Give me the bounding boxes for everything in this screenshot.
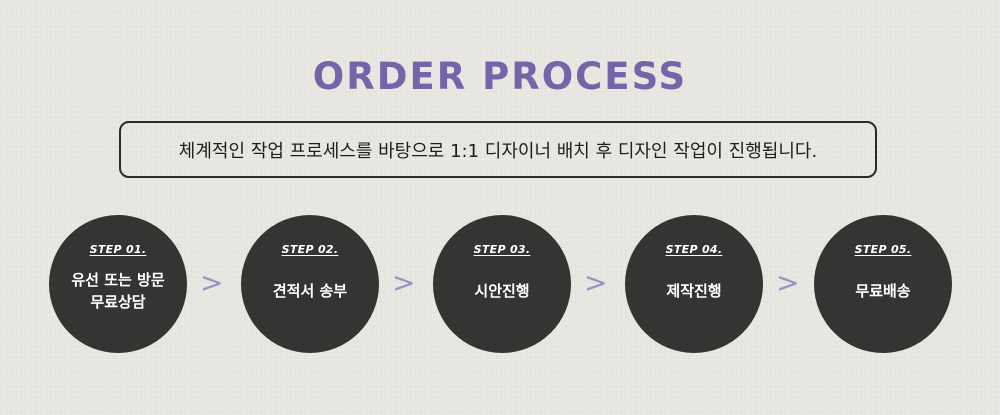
step-label: STEP 01.: [89, 243, 147, 256]
chevron-right-icon: >: [200, 266, 224, 299]
process-steps: STEP 01. 유선 또는 방문 무료상담 > STEP 02. 견적서 송부…: [49, 215, 952, 354]
chevron-right-icon: >: [392, 266, 416, 299]
step-name: 견적서 송부: [272, 282, 348, 300]
process-description: 체계적인 작업 프로세스를 바탕으로 1:1 디자이너 배치 후 디자인 작업이…: [178, 140, 818, 162]
step-circle-1: STEP 01. 유선 또는 방문 무료상담: [49, 215, 187, 353]
step-circle-4: STEP 04. 제작진행: [625, 215, 763, 353]
step-name: 유선 또는 방문 무료상담: [71, 271, 165, 311]
step-label: STEP 02.: [281, 243, 339, 256]
chevron-right-icon: >: [776, 266, 800, 299]
step-label: STEP 03.: [473, 243, 531, 256]
step-name: 무료배송: [855, 282, 911, 300]
process-description-box: 체계적인 작업 프로세스를 바탕으로 1:1 디자이너 배치 후 디자인 작업이…: [119, 121, 877, 178]
step-circle-3: STEP 03. 시안진행: [433, 215, 571, 353]
step-name: 시안진행: [474, 282, 530, 300]
step-label: STEP 04.: [665, 243, 723, 256]
page-title: ORDER PROCESS: [312, 55, 688, 98]
step-label: STEP 05.: [854, 243, 912, 256]
step-name: 제작진행: [666, 282, 722, 300]
step-circle-5: STEP 05. 무료배송: [814, 215, 952, 353]
chevron-right-icon: >: [584, 266, 608, 299]
step-circle-2: STEP 02. 견적서 송부: [241, 215, 379, 353]
